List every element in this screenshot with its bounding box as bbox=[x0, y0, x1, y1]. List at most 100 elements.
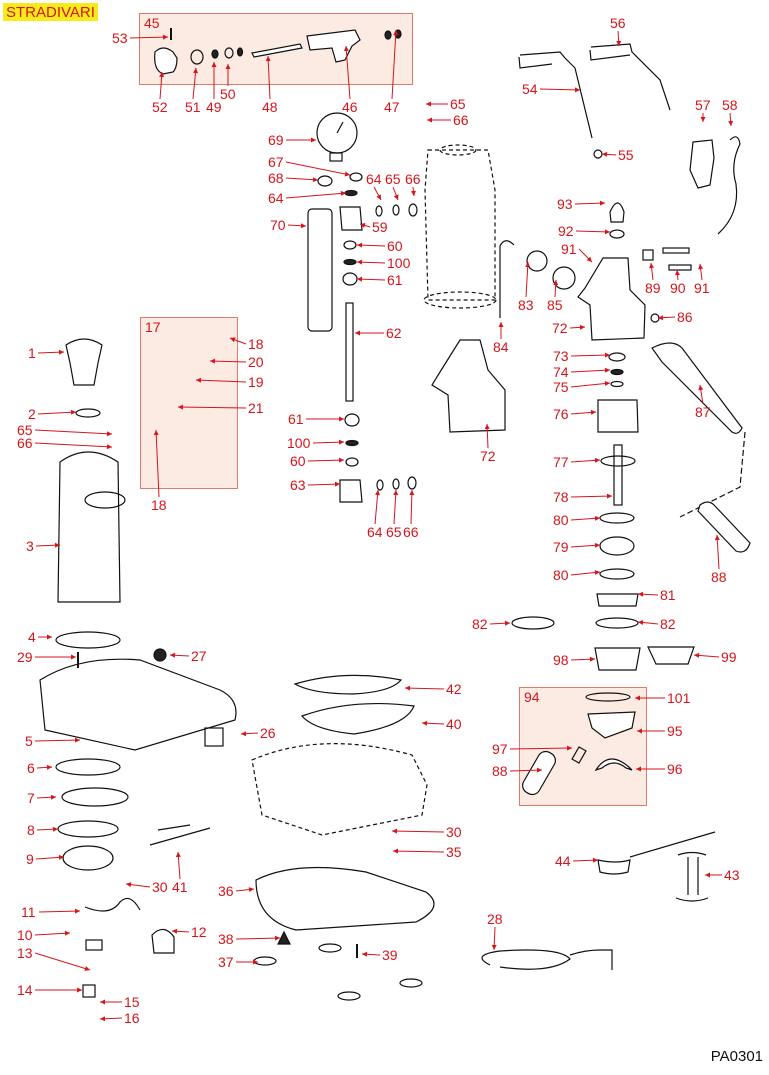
disc-83-drawing bbox=[526, 250, 548, 272]
oring-49-drawing bbox=[211, 49, 219, 59]
part-label-72: 72 bbox=[552, 320, 568, 336]
part-label-63: 63 bbox=[290, 477, 306, 493]
part-label-47: 47 bbox=[384, 99, 400, 115]
arrowhead-78 bbox=[606, 493, 612, 499]
arrowhead-68 bbox=[312, 177, 318, 183]
arrowhead-1 bbox=[58, 349, 64, 355]
filter-99-drawing bbox=[647, 646, 695, 665]
base-outline-drawing bbox=[251, 743, 428, 836]
arrowhead-5 bbox=[74, 737, 80, 743]
bushing-89-drawing bbox=[642, 249, 654, 261]
leader-line-60 bbox=[307, 459, 345, 462]
arrowhead-72 bbox=[579, 324, 585, 330]
part-label-12: 12 bbox=[191, 924, 207, 940]
cap-67-drawing bbox=[349, 172, 363, 182]
nut-61b-drawing bbox=[344, 413, 360, 427]
part-label-42: 42 bbox=[446, 681, 462, 697]
part-label-65: 65 bbox=[385, 171, 401, 187]
arrowhead-99 bbox=[694, 652, 700, 658]
arrowhead-42 bbox=[405, 685, 411, 691]
arrowhead-87 bbox=[698, 385, 704, 391]
arrowhead-41 bbox=[175, 852, 181, 858]
leader-line-73 bbox=[570, 354, 611, 357]
pin-90b-drawing bbox=[668, 264, 692, 271]
part-label-58: 58 bbox=[722, 97, 738, 113]
part-label-89: 89 bbox=[645, 280, 661, 296]
part-label-66: 66 bbox=[453, 112, 469, 128]
part-label-91: 91 bbox=[561, 241, 577, 257]
arrowhead-30 bbox=[392, 828, 398, 834]
arrowhead-46 bbox=[343, 46, 349, 52]
leader-line-38 bbox=[235, 937, 281, 940]
part-label-88: 88 bbox=[711, 569, 727, 585]
part-label-86: 86 bbox=[677, 309, 693, 325]
boiler-3-drawing bbox=[57, 451, 121, 603]
flange-drawing bbox=[84, 491, 126, 509]
part-label-65: 65 bbox=[17, 422, 33, 438]
leader-line-35 bbox=[392, 850, 445, 853]
part-label-98: 98 bbox=[553, 652, 569, 668]
arrowhead-14 bbox=[77, 987, 82, 993]
spout-96-drawing bbox=[594, 758, 633, 772]
part-label-39: 39 bbox=[382, 947, 398, 963]
arrowhead-60 bbox=[338, 457, 344, 463]
leader-line-18 bbox=[155, 429, 160, 498]
part-label-83: 83 bbox=[518, 297, 534, 313]
leader-line-64 bbox=[374, 489, 379, 525]
part-label-15: 15 bbox=[124, 994, 140, 1010]
arrowhead-28 bbox=[491, 944, 497, 950]
part-label-64: 64 bbox=[366, 171, 382, 187]
group-label-17: 17 bbox=[145, 319, 161, 335]
arrowhead-66 bbox=[427, 117, 432, 123]
lever-handle-88-drawing bbox=[697, 501, 751, 553]
arrowhead-75 bbox=[604, 381, 610, 386]
part-label-97: 97 bbox=[492, 741, 508, 757]
part-label-88: 88 bbox=[492, 763, 508, 779]
arrowhead-13 bbox=[84, 966, 90, 971]
body-5-drawing bbox=[39, 658, 237, 751]
arrowhead-38 bbox=[274, 935, 280, 941]
part-label-90: 90 bbox=[670, 280, 686, 296]
leader-line-67 bbox=[285, 161, 351, 176]
part-label-80: 80 bbox=[553, 512, 569, 528]
part-label-5: 5 bbox=[25, 733, 33, 749]
arrowhead-16 bbox=[100, 1016, 106, 1022]
leader-line-74 bbox=[570, 369, 611, 373]
group-label-94: 94 bbox=[524, 689, 540, 705]
handle-88b-drawing bbox=[522, 750, 556, 796]
arrowhead-96 bbox=[636, 766, 641, 772]
part-label-66: 66 bbox=[403, 524, 419, 540]
arrowhead-81 bbox=[638, 591, 644, 597]
leader-line-92 bbox=[575, 230, 611, 233]
part-label-96: 96 bbox=[667, 761, 683, 777]
arrowhead-3 bbox=[54, 542, 60, 548]
part-label-16: 16 bbox=[124, 1010, 140, 1026]
nut-92-drawing bbox=[609, 229, 625, 239]
arrowhead-90 bbox=[675, 270, 680, 276]
fitting-59-drawing bbox=[339, 206, 363, 231]
part-label-66: 66 bbox=[17, 435, 33, 451]
part-label-4: 4 bbox=[28, 629, 36, 645]
grid-42-drawing bbox=[293, 674, 403, 695]
group-head-72b-drawing bbox=[577, 257, 646, 341]
tube-62-drawing bbox=[345, 302, 354, 402]
arrowhead-61 bbox=[357, 276, 363, 282]
arrowhead-65 bbox=[393, 194, 399, 200]
part-label-37: 37 bbox=[218, 954, 234, 970]
arrowhead-73 bbox=[604, 352, 610, 358]
arrowhead-9 bbox=[58, 854, 64, 860]
model-title: STRADIVARI bbox=[3, 3, 98, 21]
part-label-55: 55 bbox=[618, 147, 634, 163]
part-label-48: 48 bbox=[262, 99, 278, 115]
arrowhead-57 bbox=[700, 117, 706, 122]
part-label-100: 100 bbox=[387, 255, 411, 271]
leader-line-78 bbox=[570, 495, 613, 498]
arrowhead-70 bbox=[300, 223, 306, 229]
part-label-69: 69 bbox=[268, 132, 284, 148]
valve-57-drawing bbox=[689, 139, 715, 189]
part-label-57: 57 bbox=[695, 97, 711, 113]
part-label-9: 9 bbox=[26, 851, 34, 867]
part-label-3: 3 bbox=[26, 538, 34, 554]
leader-line-13 bbox=[34, 952, 91, 971]
